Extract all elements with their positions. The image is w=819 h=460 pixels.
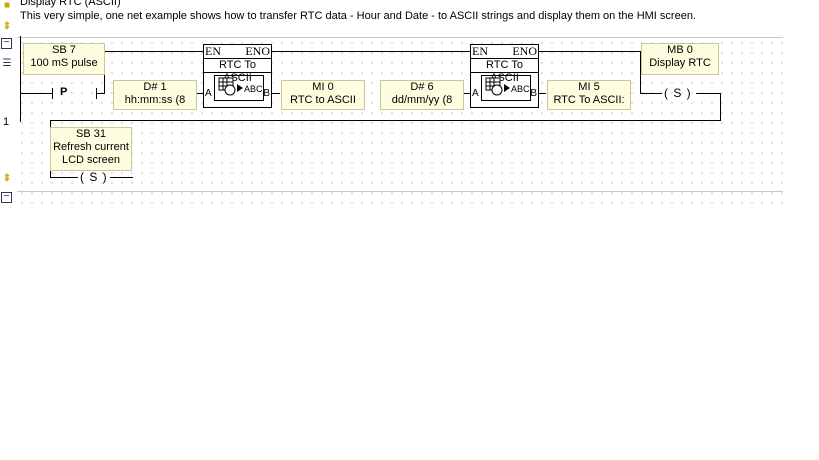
net-number: 1 [3,116,10,128]
block-1-pin-b: B [263,88,270,99]
contact-sb7-label[interactable]: SB 7 100 mS pulse [23,43,105,75]
operand-mi5[interactable]: MI 5 RTC To ASCII: [547,80,631,110]
operand-d6-description: dd/mm/yy (8 [391,94,453,106]
rtc-to-ascii-block-2[interactable]: EN ENO RTC To ASCII ABC A B [470,44,539,108]
stack-icon[interactable]: ☰ [2,58,12,69]
updown-arrow-icon[interactable]: ⇕ [2,173,12,184]
operand-d1-address: D# 1 [143,81,167,93]
block-2-eno-label: ENO [512,44,537,58]
block-2-en-eno: EN ENO [471,45,538,57]
block-1-en-eno: EN ENO [204,45,271,57]
rtc-clock-to-ascii-icon: ABC [481,75,531,101]
coil-sb31-address: SB 31 [76,128,106,140]
net-description: This very simple, one net example shows … [20,10,696,22]
operand-d1[interactable]: D# 1 hh:mm:ss (8 [113,80,197,110]
coil-mb0-symbol[interactable]: ( S ) [664,86,692,100]
contact-sb7-description: 100 mS pulse [30,57,98,69]
operand-mi0[interactable]: MI 0 RTC to ASCII [281,80,365,110]
net-top-divider [17,37,783,38]
note-icon[interactable]: ■ [3,0,11,11]
net-gutter: ■ ⇕ − ☰ 1 ⇕ − [0,0,16,210]
block-2-name: RTC To ASCII [471,58,538,84]
block-2-pin-b: B [530,88,537,99]
net-title: Display RTC (ASCII) [20,0,121,8]
rtc-to-ascii-block-1[interactable]: EN ENO RTC To ASCII ABC A B [203,44,272,108]
operand-d6-address: D# 6 [410,81,434,93]
collapse-icon[interactable]: − [1,38,12,49]
updown-arrow-icon[interactable]: ⇕ [2,21,12,32]
rtc-clock-to-ascii-icon: ABC [214,75,264,101]
block-1-icon-text: ABC [244,84,263,94]
coil-sb31-description-2: LCD screen [61,154,121,166]
operand-mi0-address: MI 0 [312,81,334,93]
coil-mb0-address: MB 0 [667,44,693,56]
operand-mi5-address: MI 5 [578,81,600,93]
block-1-pin-a: A [205,88,212,99]
collapse-icon[interactable]: − [1,192,12,203]
block-2-pin-a: A [472,88,479,99]
contact-sb7-address: SB 7 [52,44,76,56]
coil-mb0-description: Display RTC [649,57,711,69]
coil-sb31-label[interactable]: SB 31 Refresh current LCD screen [50,127,132,171]
coil-sb31-description: Refresh current [53,141,129,153]
block-1-eno-label: ENO [245,44,270,58]
net-bottom-divider [17,191,783,192]
contact-sb7-symbol[interactable]: P [60,86,68,98]
operand-d1-description: hh:mm:ss (8 [124,94,186,106]
operand-d6[interactable]: D# 6 dd/mm/yy (8 [380,80,464,110]
operand-mi0-description: RTC to ASCII [290,94,356,106]
block-2-icon-text: ABC [511,84,530,94]
coil-mb0-label[interactable]: MB 0 Display RTC [641,43,719,75]
operand-mi5-description: RTC To ASCII: [553,94,625,106]
block-1-en-label: EN [205,44,221,58]
block-2-en-label: EN [472,44,488,58]
block-1-name: RTC To ASCII [204,58,271,84]
coil-sb31-symbol[interactable]: ( S ) [80,170,108,184]
